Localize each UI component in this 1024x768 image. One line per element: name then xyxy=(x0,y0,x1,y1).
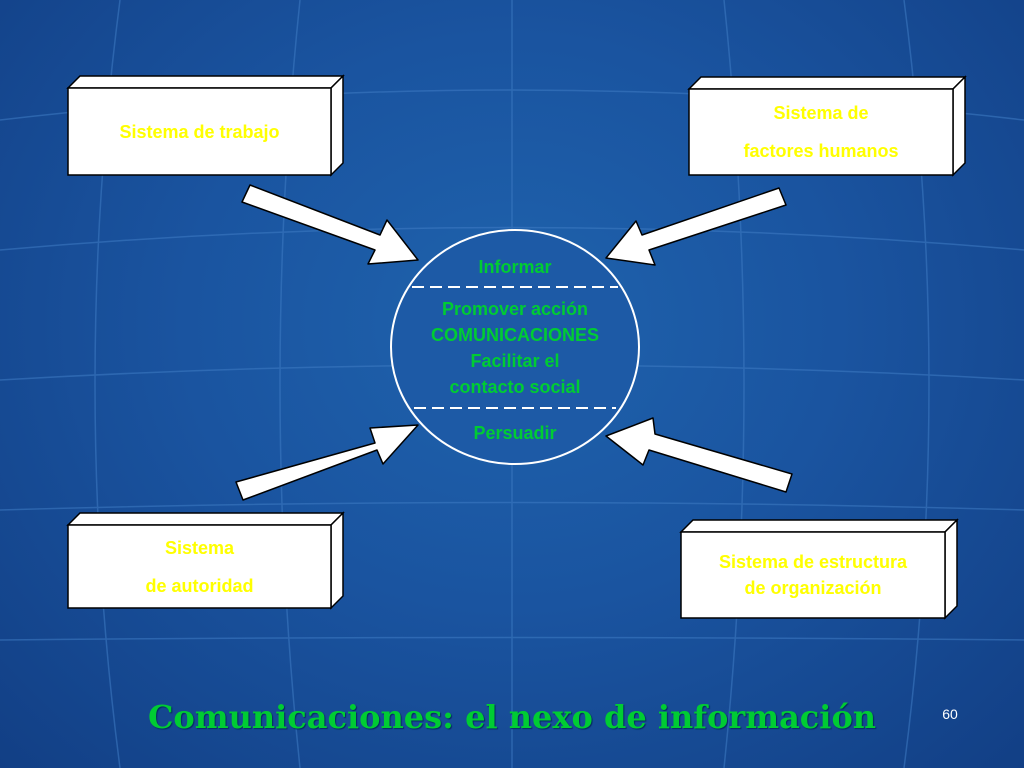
label-sistema-de-factores-humanos: Sistema de factores humanos xyxy=(689,89,953,175)
box-sistema-de-autoridad xyxy=(66,511,345,610)
center-line-contacto: contacto social xyxy=(449,377,581,397)
center-ellipse xyxy=(390,229,640,465)
center-middle: Promover acción COMUNICACIONES Facilitar… xyxy=(400,296,630,400)
center-line-comunicaciones: COMUNICACIONES xyxy=(430,325,599,345)
box-sistema-de-factores-humanos xyxy=(687,75,967,177)
label-line: Sistema de xyxy=(773,103,869,123)
label-line: Sistema de estructura xyxy=(718,552,908,572)
center-informar: Informar xyxy=(478,257,552,277)
label-sistema-de-trabajo: Sistema de trabajo xyxy=(68,88,331,175)
page-number: 60 xyxy=(942,706,958,722)
label-line: de organización xyxy=(744,578,882,598)
arrow-top-left xyxy=(241,184,419,265)
center-line-promover: Promover acción xyxy=(441,299,589,319)
center-line-facilitar: Facilitar el xyxy=(470,351,560,371)
center-persuadir: Persuadir xyxy=(473,423,557,443)
box-sistema-de-estructura xyxy=(679,518,959,620)
label-line: factores humanos xyxy=(743,141,899,161)
label-sistema-de-estructura: Sistema de estructura de organización xyxy=(681,532,945,618)
label-line: Sistema xyxy=(164,537,235,558)
label-sistema-de-autoridad: Sistema de autoridad xyxy=(68,525,331,608)
label-line: Sistema de trabajo xyxy=(119,121,280,142)
box-sistema-de-trabajo xyxy=(66,74,345,177)
slide-title: Comunicaciones: el nexo de información xyxy=(147,698,877,736)
arrow-bottom-left xyxy=(235,424,419,501)
label-line: de autoridad xyxy=(145,575,254,596)
arrow-top-right xyxy=(605,187,787,266)
arrow-bottom-right xyxy=(605,417,793,493)
